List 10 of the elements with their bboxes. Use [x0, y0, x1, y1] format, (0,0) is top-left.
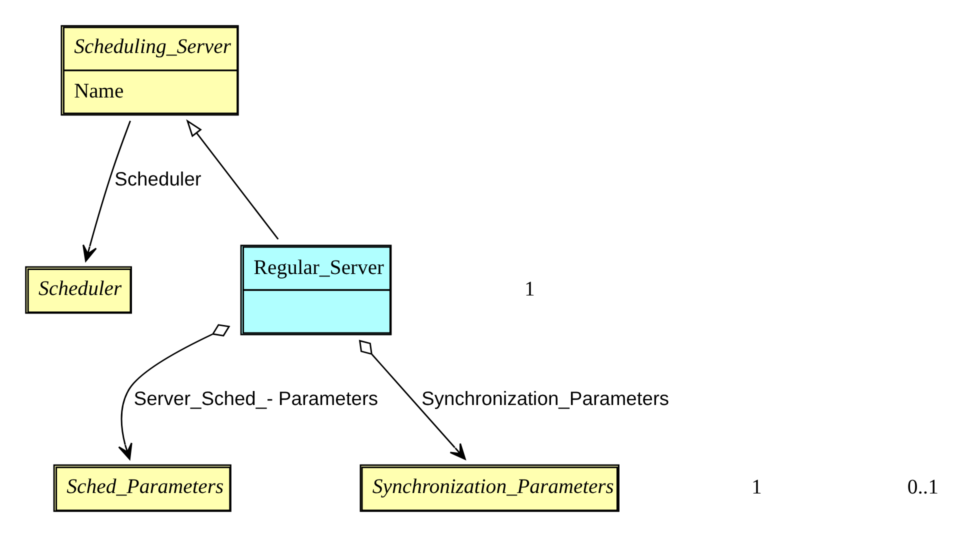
arrow [82, 120, 131, 262]
arrow [118, 324, 230, 460]
label: 1 [524, 277, 535, 300]
edge-label: Scheduler [114, 168, 202, 190]
label: 0..1 [907, 475, 939, 498]
arrow [186, 118, 279, 240]
edge-label: Synchronization_Parameters [421, 388, 670, 410]
label: 1 [752, 475, 762, 498]
edge-label: Server_Sched_- Parameters [134, 388, 378, 410]
arrow [358, 339, 466, 460]
